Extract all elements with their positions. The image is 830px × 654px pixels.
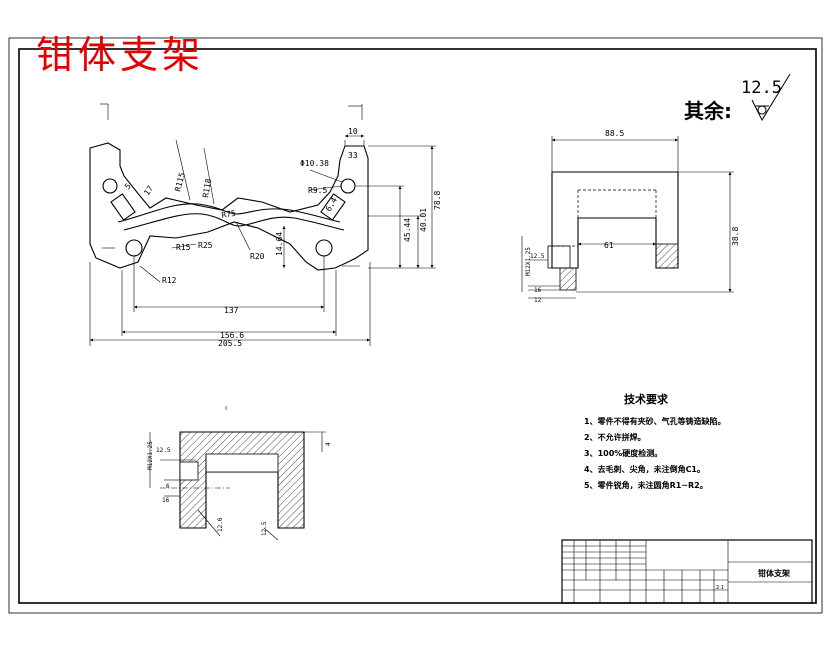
section-view [179, 431, 305, 529]
side-dim-61: 61 [604, 241, 614, 250]
section-dim-m12: M12X1.25 [147, 441, 154, 470]
section-dim-4: 4 [325, 442, 332, 446]
title-block-part-name: 钳体支架 [758, 569, 790, 578]
side-dim-m12: M12X1.25 [525, 247, 532, 276]
front-dim-10: 10 [348, 127, 358, 136]
tech-requirement-item: 4、去毛刺、尖角，未注倒角C1。 [584, 465, 706, 474]
front-dim-156: 156.6 [220, 331, 244, 340]
outer-frame [8, 37, 823, 614]
front-dim-78: 78.8 [433, 191, 442, 210]
tech-requirement-item: 1、零件不得有夹砂、气孔等铸造缺陷。 [584, 417, 726, 426]
side-dim-12: 12 [534, 297, 542, 304]
section-roughness: 12.5 [156, 447, 171, 454]
front-dim-r25: R25 [198, 241, 213, 250]
section-dim-6: 6 [166, 483, 170, 490]
front-dim-45: 45.44 [403, 218, 412, 242]
roughness-label: 其余: [684, 99, 732, 123]
front-dim-r12: R12 [162, 276, 177, 285]
front-dim-r20: R20 [250, 252, 265, 261]
tech-requirements-list: 1、零件不得有夹砂、气孔等铸造缺陷。 2、不允许拼焊。 3、100%硬度检测。 … [584, 414, 726, 494]
front-dim-r118: R118 [201, 178, 213, 199]
side-view [547, 171, 679, 291]
front-dim-205: 205.5 [218, 339, 242, 348]
section-dim-125: 12.5 [261, 521, 268, 536]
tech-requirement-item: 5、零件锐角，未注圆角R1~R2。 [584, 481, 708, 490]
tech-requirement-item: 3、100%硬度检测。 [584, 449, 663, 458]
tech-requirement-item: 2、不允许拼焊。 [584, 433, 646, 442]
front-dim-r75: R75 [221, 209, 237, 220]
side-dim-88: 88.5 [605, 129, 624, 138]
section-dim-126: 12.6 [217, 517, 224, 532]
front-dim-phi1038: Φ10.38 [300, 159, 329, 168]
title-block-scale: 2:1 [716, 585, 725, 591]
front-dim-r9: R9.5 [308, 186, 327, 195]
front-dim-r115: R115 [173, 171, 187, 192]
side-dim-16: 16 [534, 287, 542, 294]
front-dim-r15: R15 [176, 243, 191, 252]
front-dim-33: 33 [348, 151, 358, 160]
drawing-title: 钳体支架 [36, 33, 205, 77]
front-dim-5: 5 [123, 182, 133, 192]
front-dim-17: 17 [142, 184, 155, 197]
front-dim-6: 6.4 [324, 196, 339, 213]
roughness-value: 12.5 [741, 78, 782, 98]
tech-requirements-title: 技术要求 [624, 393, 668, 406]
section-dim-16: 16 [162, 497, 170, 504]
side-dim-125: 12.5 [530, 253, 545, 260]
front-dim-14: 14.64 [275, 232, 284, 256]
inner-frame [18, 48, 817, 604]
front-dim-137: 137 [224, 306, 239, 315]
title-block [561, 539, 813, 604]
front-dim-40: 40.01 [419, 208, 428, 232]
side-dim-38: 38.8 [731, 227, 740, 246]
roughness-symbol [751, 73, 791, 122]
